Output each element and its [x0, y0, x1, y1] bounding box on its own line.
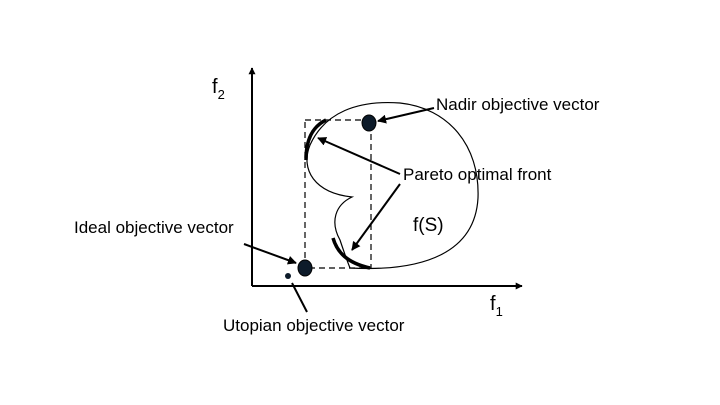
ideal-nadir-box	[304, 119, 372, 269]
ideal-point	[297, 259, 313, 277]
utopian-label: Utopian objective vector	[223, 316, 405, 335]
nadir-point	[361, 114, 377, 132]
region-label: f(S)	[413, 215, 444, 236]
feasible-region-outline	[306, 101, 479, 270]
utopian-pointer	[291, 282, 308, 313]
pareto-front-lower	[331, 237, 371, 270]
pareto-arrow-upper	[317, 137, 401, 175]
y-axis-label: f2	[212, 76, 225, 102]
utopian-point	[285, 273, 291, 279]
nadir-label: Nadir objective vector	[436, 95, 600, 114]
x-axis-label: f1	[490, 293, 503, 319]
pareto-arrow-lower	[351, 183, 401, 251]
pareto-front-upper	[304, 118, 327, 161]
pareto-label: Pareto optimal front	[403, 165, 552, 184]
ideal-arrow	[243, 243, 297, 265]
ideal-label: Ideal objective vector	[74, 218, 234, 237]
nadir-arrow	[377, 107, 435, 124]
